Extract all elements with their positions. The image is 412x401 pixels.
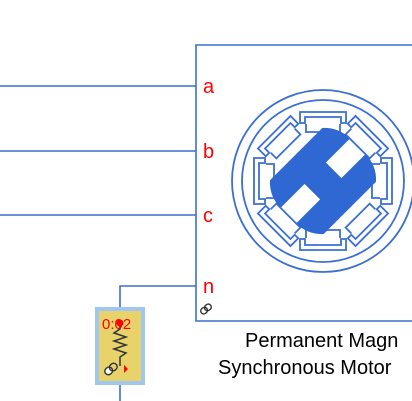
- port-c-label: c: [203, 205, 213, 227]
- port-a-label: a: [203, 76, 215, 98]
- rotor-icon: [269, 127, 377, 235]
- resistor-value-label: 0:02: [102, 316, 131, 333]
- motor-block-outline: [195, 44, 412, 322]
- link-icon[interactable]: [199, 303, 212, 315]
- pmsm-block[interactable]: a b c n: [195, 44, 412, 322]
- motor-icon: [231, 89, 412, 273]
- port-b-label: b: [203, 141, 214, 163]
- port-n-label: n: [203, 276, 214, 298]
- resistor-block[interactable]: 0:02: [95, 307, 145, 385]
- resistor-zigzag-icon: [111, 323, 129, 366]
- resistor-top-port[interactable]: [116, 319, 124, 327]
- resistor-bottom-port[interactable]: [124, 365, 128, 373]
- link-icon[interactable]: [103, 362, 118, 376]
- motor-caption-line-1: Permanent Magn: [245, 330, 398, 352]
- motor-caption-line-2: Synchronous Motor: [218, 357, 392, 379]
